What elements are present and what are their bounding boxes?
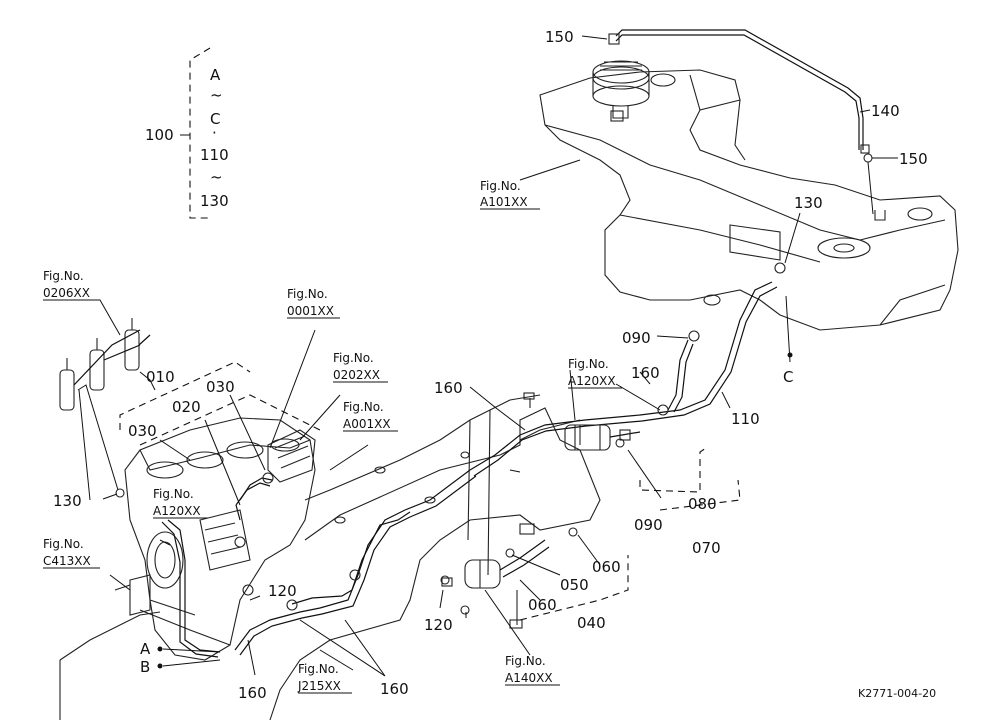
part-130-tank: 130 (794, 194, 823, 212)
fig-ref-0202xx: Fig.No. 0202XX (333, 351, 388, 383)
part-150-top: 150 (545, 28, 574, 46)
group-brackets (119, 47, 741, 621)
injector-nozzles-drawing (59, 318, 151, 491)
point-a: A (140, 640, 151, 658)
point-b: B (140, 658, 150, 676)
svg-text:0202XX: 0202XX (333, 368, 380, 382)
svg-text:Fig.No.: Fig.No. (505, 654, 546, 668)
part-020: 020 (172, 398, 201, 416)
svg-text:Fig.No.: Fig.No. (298, 662, 339, 676)
part-160-filter: 160 (631, 364, 660, 382)
svg-text:0001XX: 0001XX (287, 304, 334, 318)
svg-text:Fig.No.: Fig.No. (568, 357, 609, 371)
breather-pipe (608, 29, 874, 215)
part-030-right: 030 (206, 378, 235, 396)
fuel-hoses-drawing (115, 262, 786, 658)
injection-pump-drawing (267, 429, 316, 483)
part-160-lower: 160 (380, 680, 409, 698)
range-line-4: · (212, 124, 217, 142)
part-080: 080 (688, 495, 717, 513)
svg-text:Fig.No.: Fig.No. (287, 287, 328, 301)
svg-text:A120XX: A120XX (153, 504, 201, 518)
part-140: 140 (871, 102, 900, 120)
fuel-tank-drawing (539, 60, 959, 331)
range-line-6: ~ (210, 168, 223, 186)
svg-text:A101XX: A101XX (480, 195, 528, 209)
fig-ref-c413xx: Fig.No. C413XX (43, 537, 100, 569)
range-line-1: A (210, 66, 221, 84)
fig-ref-j215xx: Fig.No. J215XX (297, 662, 352, 694)
fig-ref-a140xx: Fig.No. A140XX (505, 654, 560, 686)
part-090-upper: 090 (622, 329, 651, 347)
fig-ref-0001xx: Fig.No. 0001XX (287, 287, 340, 319)
leader-lines (78, 35, 898, 677)
range-line-5: 110 (200, 146, 229, 164)
svg-text:Fig.No.: Fig.No. (43, 269, 84, 283)
svg-text:Fig.No.: Fig.No. (153, 487, 194, 501)
fig-ref-0206xx: Fig.No. 0206XX (43, 269, 121, 336)
svg-text:0206XX: 0206XX (43, 286, 90, 300)
svg-text:Fig.No.: Fig.No. (43, 537, 84, 551)
svg-text:A140XX: A140XX (505, 671, 553, 685)
part-040: 040 (577, 614, 606, 632)
part-090-lower: 090 (634, 516, 663, 534)
svg-text:A001XX: A001XX (343, 417, 391, 431)
part-160-frame: 160 (434, 379, 463, 397)
point-c: C (783, 368, 793, 386)
part-110: 110 (731, 410, 760, 428)
fig-ref-a001xx: Fig.No. A001XX (343, 400, 398, 432)
part-060-left: 060 (528, 596, 557, 614)
svg-text:A120XX: A120XX (568, 374, 616, 388)
svg-text:Fig.No.: Fig.No. (343, 400, 384, 414)
range-line-2: ~ (210, 86, 223, 104)
range-number: 100 (145, 126, 174, 144)
svg-text:Fig.No.: Fig.No. (333, 351, 374, 365)
svg-text:C413XX: C413XX (43, 554, 91, 568)
svg-text:J215XX: J215XX (297, 679, 341, 693)
part-160-engine: 160 (238, 684, 267, 702)
part-120-engine: 120 (268, 582, 297, 600)
part-060-right: 060 (592, 558, 621, 576)
fig-ref-a120xx-left: Fig.No. A120XX (153, 487, 208, 519)
range-line-3: C (210, 110, 220, 128)
part-120-pump: 120 (424, 616, 453, 634)
fig-ref-a120xx-right: Fig.No. A120XX (568, 357, 622, 389)
part-050: 050 (560, 576, 589, 594)
svg-text:Fig.No.: Fig.No. (480, 179, 521, 193)
fig-ref-a101xx: Fig.No. A101XX (480, 179, 540, 210)
part-150-right: 150 (899, 150, 928, 168)
drawing-code: K2771-004-20 (858, 687, 936, 700)
part-130-engine: 130 (53, 492, 82, 510)
part-030-left: 030 (128, 422, 157, 440)
part-010: 010 (146, 368, 175, 386)
part-070: 070 (692, 539, 721, 557)
range-line-7: 130 (200, 192, 229, 210)
